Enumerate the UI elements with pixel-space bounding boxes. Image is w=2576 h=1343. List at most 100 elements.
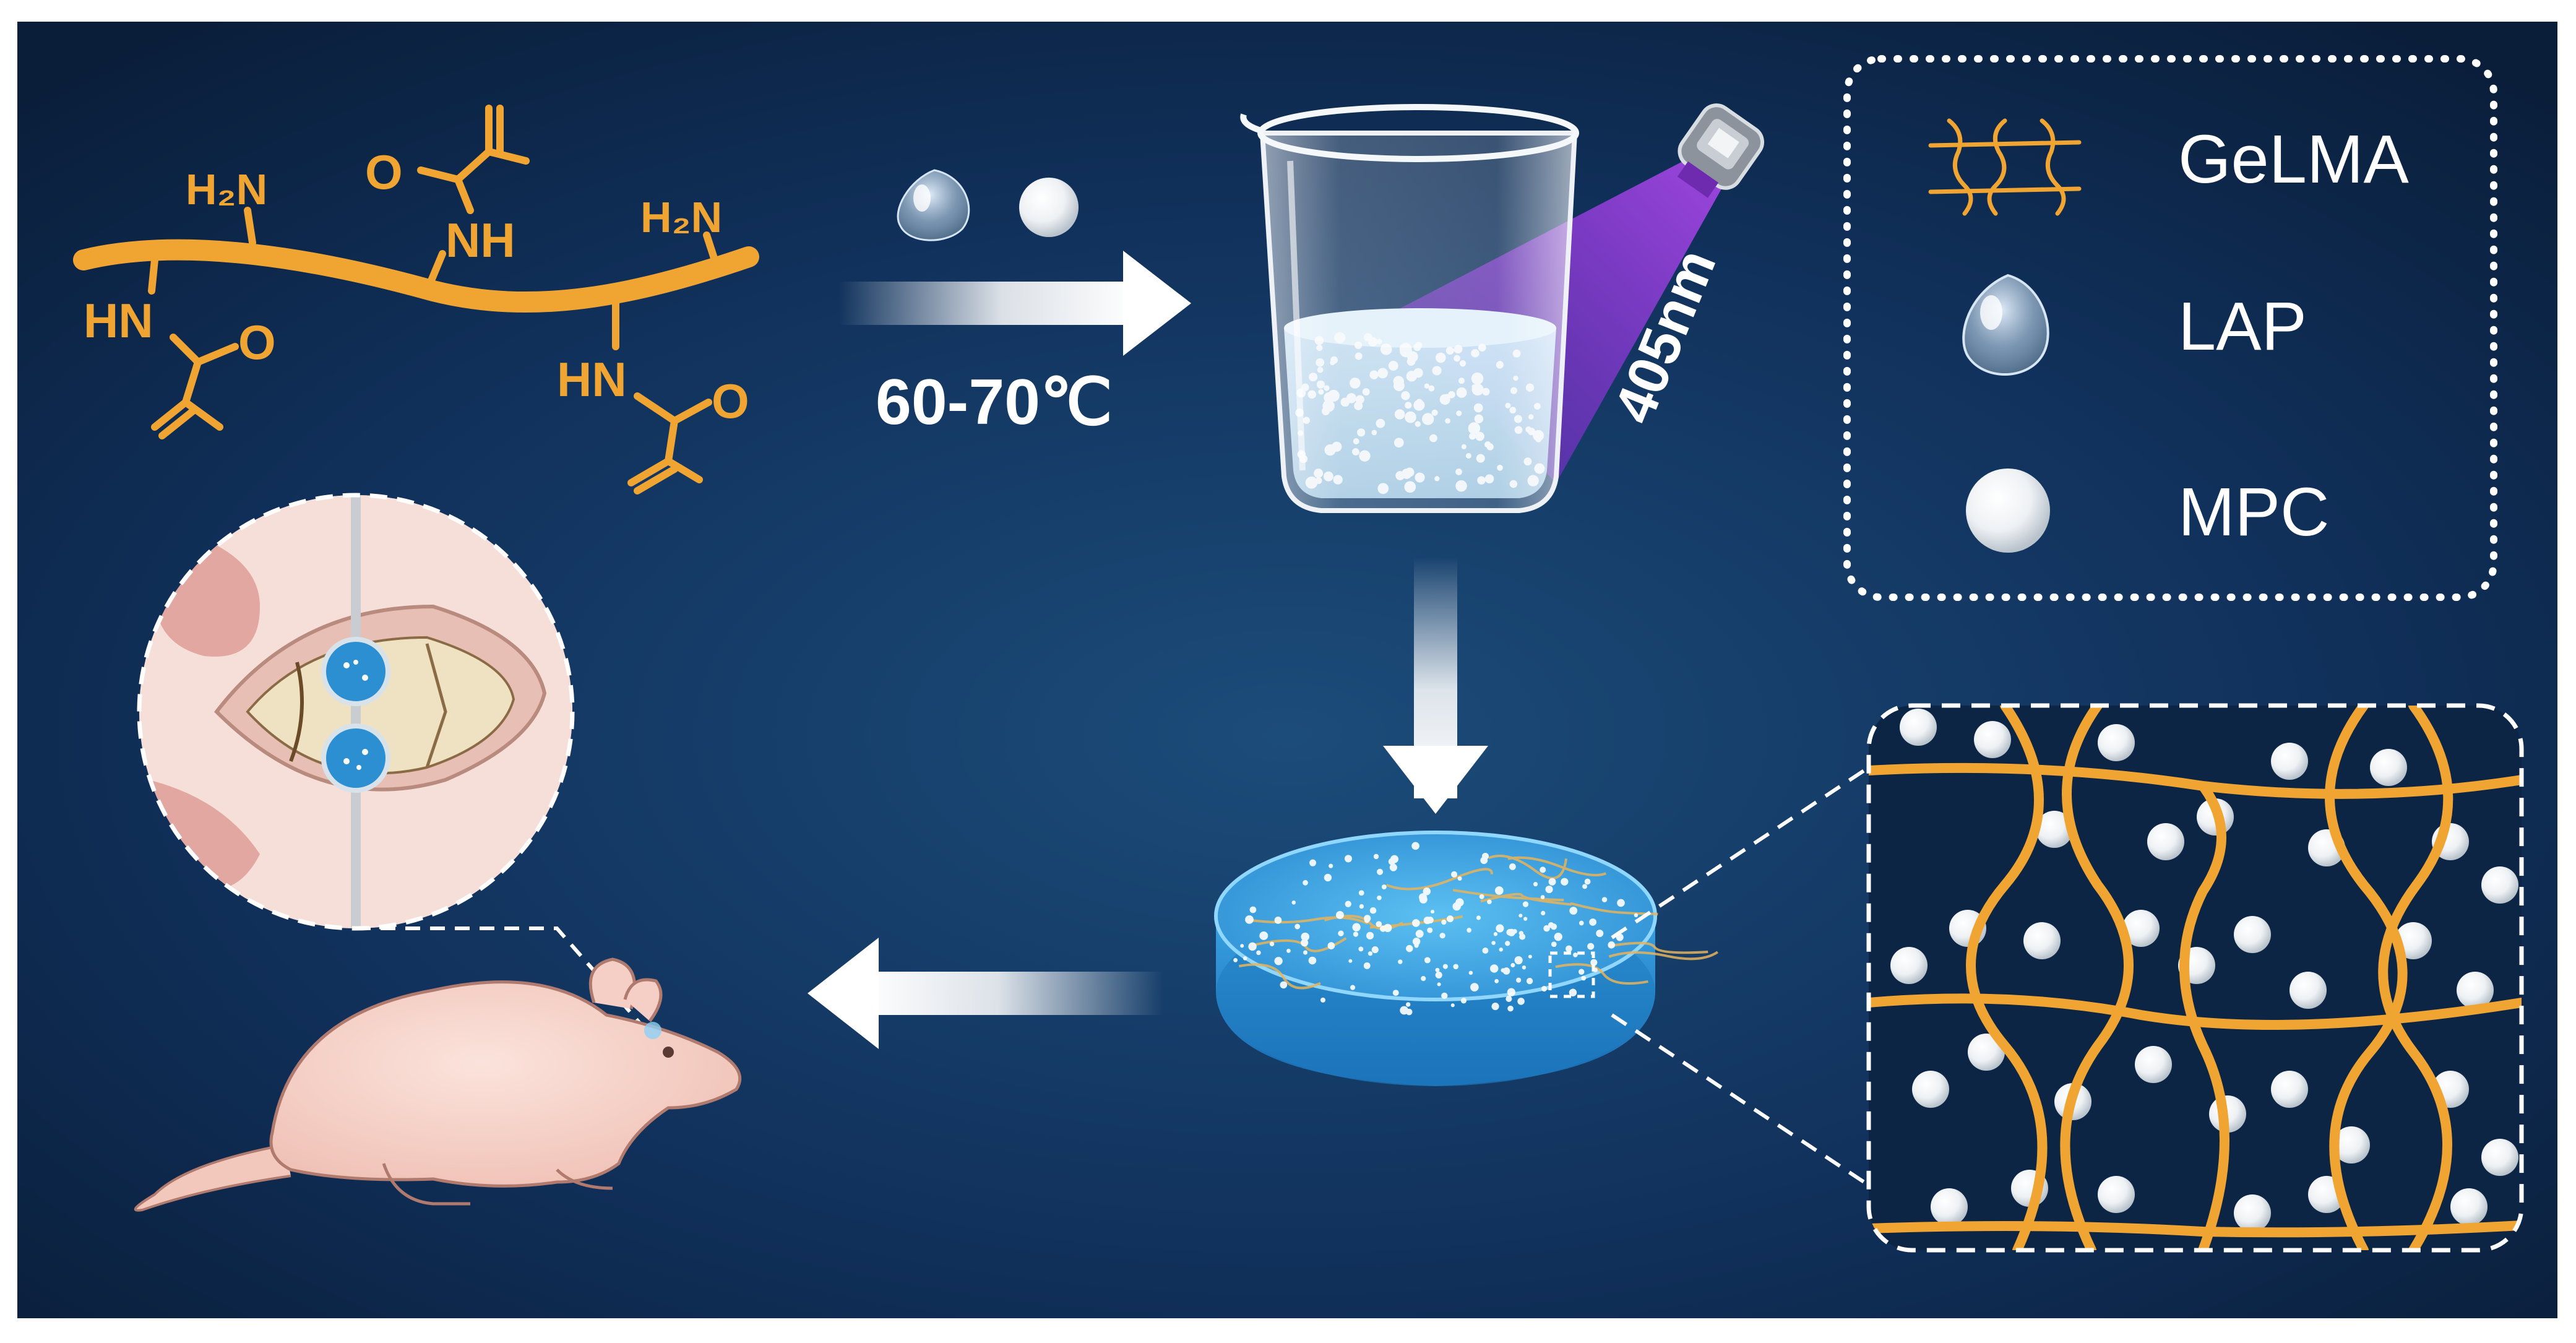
particle	[1514, 956, 1523, 965]
particle	[1406, 944, 1413, 952]
particle	[1338, 930, 1344, 936]
particle	[1353, 931, 1359, 937]
particle	[1460, 998, 1467, 1004]
particle	[1552, 943, 1557, 947]
particle	[1390, 855, 1399, 863]
particle	[1589, 918, 1596, 926]
particle	[1377, 895, 1382, 900]
particle	[1274, 916, 1282, 924]
particle	[1579, 920, 1584, 926]
mpc-sphere	[1890, 947, 1928, 984]
zoom-line-bottom	[1611, 1013, 1870, 1187]
particle	[1259, 931, 1269, 940]
particle	[1303, 879, 1308, 886]
network-strand	[1507, 856, 1607, 876]
particle	[1243, 956, 1247, 961]
particle	[1373, 853, 1379, 860]
particle	[1352, 923, 1361, 931]
particle	[1587, 943, 1595, 950]
particle	[1541, 986, 1548, 992]
particle	[1528, 954, 1532, 959]
particle	[1507, 1005, 1514, 1012]
mpc-sphere-icon-legend	[1966, 469, 2050, 553]
particle	[1303, 950, 1308, 955]
mpc-sphere	[1931, 1188, 1968, 1225]
particle	[1450, 1003, 1455, 1008]
particle	[1457, 876, 1462, 881]
particle	[1540, 895, 1545, 899]
particle	[1496, 924, 1504, 933]
particle	[1596, 930, 1604, 938]
particle	[1522, 965, 1527, 970]
particle	[1415, 930, 1424, 938]
zoom-frame	[1866, 703, 2524, 1253]
particle	[1489, 964, 1499, 973]
particle	[1545, 885, 1553, 894]
legend-frame	[1843, 55, 2497, 601]
amide-label-right: HN	[557, 352, 627, 407]
network-strand	[1488, 854, 1568, 879]
particle	[1377, 868, 1384, 875]
particle	[1441, 919, 1447, 925]
mpc-sphere	[1900, 709, 1937, 746]
carbonyl-label-right: O	[712, 374, 749, 428]
particle	[1601, 897, 1608, 902]
particle	[1389, 863, 1397, 871]
particle	[1308, 956, 1317, 965]
particle	[1526, 977, 1533, 985]
legend-label-mpc: MPC	[2178, 474, 2329, 550]
particle	[1274, 957, 1283, 965]
particle	[1507, 988, 1516, 996]
particle	[1383, 923, 1392, 933]
particle	[1345, 900, 1351, 907]
particle	[1368, 951, 1373, 956]
molecule-labels: H₂N NH O H₂N HN O HN O	[84, 145, 749, 428]
particle	[1548, 878, 1556, 886]
mpc-sphere	[2147, 823, 2184, 860]
beaker-glass	[1259, 131, 1578, 513]
network-strand	[1248, 916, 1369, 925]
mpc-sphere	[2135, 1046, 2172, 1083]
particle	[1476, 915, 1481, 920]
mpc-sphere	[1968, 1034, 2005, 1071]
particle	[1324, 873, 1332, 882]
gelma-molecule	[73, 105, 759, 494]
gelma-network-icon	[1928, 118, 2082, 216]
amine-label-1: H₂N	[186, 165, 267, 214]
particle	[1350, 985, 1356, 990]
particle	[1359, 904, 1364, 909]
particle	[1569, 988, 1577, 996]
particle	[1566, 945, 1572, 952]
particle	[1286, 948, 1291, 953]
curing-arrow	[1383, 557, 1488, 814]
particle	[1590, 959, 1598, 966]
implant-arrow	[808, 938, 1163, 1049]
particle	[1398, 959, 1403, 964]
particle	[1523, 917, 1528, 921]
particle	[1453, 964, 1459, 970]
temperature-label: 60-70℃	[876, 366, 1113, 438]
particle	[1491, 1003, 1499, 1011]
particle	[1358, 890, 1364, 896]
arrow-right-icon	[1123, 251, 1191, 356]
particle	[1248, 942, 1257, 951]
zoom-selection-box	[1548, 951, 1595, 998]
particle	[1554, 933, 1562, 941]
amine-label-2: H₂N	[640, 193, 722, 241]
particle	[1327, 942, 1335, 949]
amide-label-left: HN	[84, 293, 153, 348]
lap-droplet-icon	[897, 169, 970, 241]
particle	[1467, 928, 1471, 933]
particle	[1510, 963, 1515, 968]
particle	[1509, 863, 1516, 870]
particle	[1280, 981, 1288, 989]
particle	[1294, 923, 1301, 930]
disc-mpc-particles	[1233, 842, 1639, 1016]
particle	[1608, 941, 1615, 949]
zoom-gelma-network	[1869, 706, 2522, 1250]
particle	[1439, 933, 1445, 939]
particle	[1423, 887, 1431, 896]
network-strand	[1555, 963, 1648, 985]
particle	[1494, 886, 1504, 895]
particle	[1348, 959, 1353, 963]
